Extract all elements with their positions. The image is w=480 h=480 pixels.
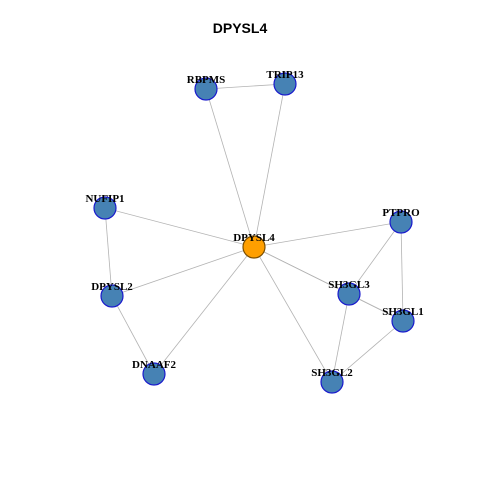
node-trip13 [273, 72, 297, 96]
node-label-dnaaf2: DNAAF2 [132, 359, 176, 371]
node-label-dpysl2: DPYSL2 [91, 281, 133, 293]
node-layer [93, 72, 415, 394]
node-sh3gl1 [391, 309, 415, 333]
edge-nufip1-dpysl4 [104, 207, 255, 248]
edge-rbpms-dpysl4 [205, 88, 255, 248]
node-sh3gl2 [320, 370, 344, 394]
node-nufip1 [93, 196, 117, 220]
edge-dnaaf2-dpysl4 [153, 246, 255, 375]
edge-sh3gl1-sh3gl2 [331, 320, 404, 383]
edge-ptpro-sh3gl1 [400, 221, 404, 322]
node-label-trip13: TRIP13 [266, 69, 304, 81]
node-label-ptpro: PTPRO [382, 207, 420, 219]
diagram-title: DPYSL4 [212, 20, 268, 36]
edge-rbpms-trip13 [205, 83, 286, 90]
edge-ptpro-sh3gl3 [348, 221, 402, 295]
node-sh3gl3 [337, 282, 361, 306]
edge-sh3gl3-sh3gl2 [331, 293, 350, 383]
node-label-nufip1: NUFIP1 [85, 193, 124, 205]
node-dpysl2 [100, 284, 124, 308]
edge-sh3gl1-dpysl4 [253, 246, 404, 322]
node-dnaaf2 [142, 362, 166, 386]
edge-nufip1-dpysl2 [104, 207, 113, 297]
node-dpysl4 [242, 235, 266, 259]
node-label-sh3gl1: SH3GL1 [382, 306, 424, 318]
node-label-sh3gl2: SH3GL2 [311, 367, 353, 379]
edge-dpysl2-dnaaf2 [111, 295, 155, 375]
edge-dpysl2-dpysl4 [111, 246, 255, 297]
node-label-sh3gl3: SH3GL3 [328, 279, 370, 291]
node-label-rbpms: RBPMS [187, 74, 226, 86]
node-ptpro [389, 210, 413, 234]
node-label-dpysl4: DPYSL4 [233, 232, 275, 244]
edge-trip13-dpysl4 [253, 83, 286, 248]
edge-sh3gl2-dpysl4 [253, 246, 333, 383]
edge-ptpro-dpysl4 [253, 221, 402, 248]
node-rbpms [194, 77, 218, 101]
